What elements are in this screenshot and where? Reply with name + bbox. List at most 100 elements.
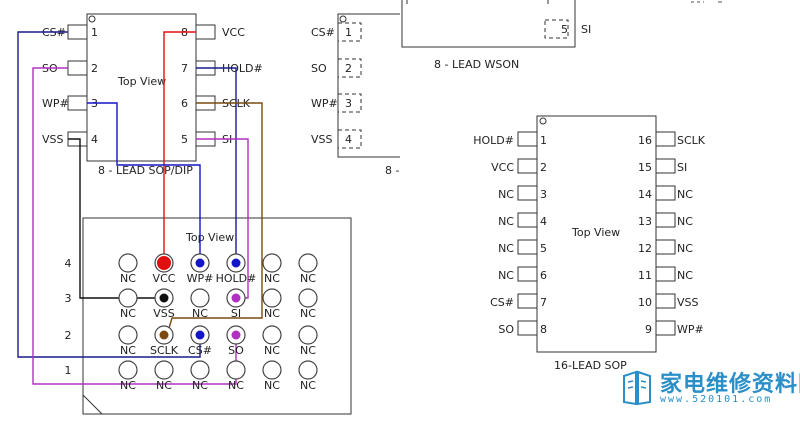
- sop16-body: [536, 115, 657, 353]
- sop16-pin-tab: [517, 266, 538, 282]
- wson8-pin-tab: [337, 22, 362, 42]
- bga-ball: [190, 288, 210, 308]
- watermark-logo-icon: [623, 370, 651, 406]
- bga-ball-signal: [159, 293, 169, 303]
- sop16-pin-num: 7: [540, 296, 547, 309]
- sop16-pin-num: 11: [638, 269, 652, 282]
- wson8-pin-tab: [544, 19, 569, 39]
- sop16-pin-tab: [655, 293, 676, 309]
- bga-ball: [118, 325, 138, 345]
- sop16-pin-tab: [517, 131, 538, 147]
- sop16-pin-name: HOLD#: [473, 134, 514, 147]
- bga-body: [82, 217, 352, 415]
- sop8-caption: 8 - LEAD SOP/DIP: [98, 164, 193, 177]
- bga-ball-label: SI: [231, 307, 241, 320]
- sop16-pin-tab: [655, 212, 676, 228]
- wire-vcc: [163, 31, 196, 263]
- wire-cs: [17, 31, 201, 358]
- wson8-pin-name: WP#: [311, 97, 338, 110]
- wson8-body: [337, 13, 400, 158]
- sop16-pin-name: NC: [498, 269, 514, 282]
- sop8-pin-tab: [67, 60, 88, 76]
- sop16-pin-num: 8: [540, 323, 547, 336]
- bga-ball: [262, 325, 282, 345]
- sop16-pin-num: 10: [638, 296, 652, 309]
- bga-ball-label: SO: [228, 344, 244, 357]
- sop8-body: [86, 13, 197, 162]
- sop8-pin-num: 4: [91, 133, 98, 146]
- bga-ball: [118, 360, 138, 380]
- bga-ball-label: NC: [264, 379, 280, 392]
- bga-ball-label: CS#: [188, 344, 212, 357]
- bga-row-label: 3: [65, 292, 72, 305]
- sop16-pin-tab: [517, 320, 538, 336]
- bga-ball-signal: [231, 330, 241, 340]
- sop16-pin-name: NC: [498, 215, 514, 228]
- sop16-pin-name: WP#: [677, 323, 704, 336]
- bga-ball-label: NC: [120, 379, 136, 392]
- sop8-pin-tab: [195, 24, 216, 40]
- bga-row-label: 2: [65, 329, 72, 342]
- sop8-pin-num: 2: [91, 62, 98, 75]
- wson8-upper-body: [401, 0, 576, 48]
- bga-ball-label: VCC: [153, 272, 176, 285]
- bga-ball: [298, 325, 318, 345]
- wson8-pin-num: 2: [345, 62, 352, 75]
- watermark-text: 家电维修资料网: [660, 372, 800, 397]
- sop16-pin-tab: [517, 293, 538, 309]
- wson8-pin-name: VSS: [311, 133, 333, 146]
- sop16-center-label: Top View: [571, 226, 620, 239]
- sop8-pin-tab: [67, 24, 88, 40]
- bga-ball-label: NC: [300, 307, 316, 320]
- bga-ball-label: NC: [192, 379, 208, 392]
- sop16-pin-name: SI: [677, 161, 687, 174]
- sop16-pin-num: 1: [540, 134, 547, 147]
- sop16-pin-tab: [655, 185, 676, 201]
- sop16-pin-tab: [517, 185, 538, 201]
- bga-ball: [118, 288, 138, 308]
- bga-ball-label: NC: [300, 272, 316, 285]
- wson8-caption: 8 - LEAD WSON: [434, 58, 519, 71]
- sop16-pin-num: 5: [540, 242, 547, 255]
- sop16-pin-name: VCC: [491, 161, 514, 174]
- wson8-pin-num: 3: [345, 97, 352, 110]
- sop16-pin-tab: [655, 239, 676, 255]
- bga-ball-label: NC: [120, 307, 136, 320]
- bga-ball-label: NC: [120, 344, 136, 357]
- sop8-pin-tab: [67, 95, 88, 111]
- bga-ball-label: WP#: [187, 272, 214, 285]
- sop8-pin-num: 6: [181, 97, 188, 110]
- sop16-pin-name: NC: [677, 215, 693, 228]
- sop16-pin-name: SO: [498, 323, 514, 336]
- wson8-partial-caption: 8 -: [385, 164, 399, 177]
- bga-ball-label: SCLK: [150, 344, 179, 357]
- wson8-pin-name: SO: [311, 62, 327, 75]
- bga-ball-signal: [231, 293, 241, 303]
- sop8-pin-num: 7: [181, 62, 188, 75]
- bga-ball: [262, 288, 282, 308]
- bga-ball-signal: [231, 258, 241, 268]
- bga-ball-label: NC: [264, 272, 280, 285]
- sop16-pin-num: 16: [638, 134, 652, 147]
- bga-ball: [154, 360, 174, 380]
- sop16-pin-tab: [517, 239, 538, 255]
- bga-title: Top View: [185, 231, 234, 244]
- sop8-pin-name: VSS: [42, 133, 64, 146]
- sop16-pin-name: NC: [498, 188, 514, 201]
- sop16-pin-tab: [655, 158, 676, 174]
- wson8-pin-name: SI: [581, 23, 591, 36]
- bga-ball-label: NC: [192, 307, 208, 320]
- sop16-pin-num: 13: [638, 215, 652, 228]
- sop16-pin-name: SCLK: [677, 134, 706, 147]
- wson8-pin-tab: [337, 129, 362, 149]
- sop8-pin-num: 1: [91, 26, 98, 39]
- bga-ball-signal: [195, 258, 205, 268]
- bga-ball-label: NC: [228, 379, 244, 392]
- bga-ball-label: NC: [300, 344, 316, 357]
- bga-ball: [118, 253, 138, 273]
- bga-ball: [262, 253, 282, 273]
- bga-ball: [298, 288, 318, 308]
- bga-row-label: 1: [65, 364, 72, 377]
- sop16-pin-num: 2: [540, 161, 547, 174]
